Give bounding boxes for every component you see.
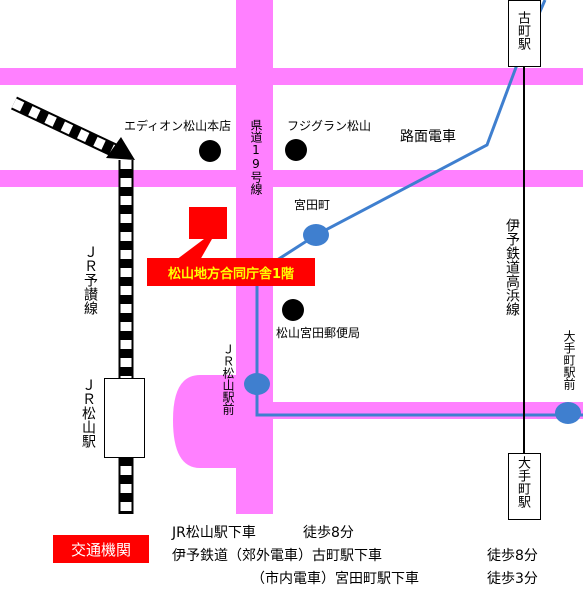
office-marker xyxy=(189,207,227,239)
jr-matsuyama-station-name: ＪＲ松山駅 xyxy=(80,378,96,448)
edion-label: エディオン松山本店 xyxy=(124,119,232,133)
miyatamachi-stop xyxy=(303,224,329,246)
miyatamachi-label: 宮田町 xyxy=(294,198,331,212)
komachi-station-name: 古町駅 xyxy=(515,11,530,50)
jr-diagonal-track xyxy=(11,96,121,159)
jr-yosan-label: ＪＲ予讃線 xyxy=(82,245,98,315)
jr-matsuyama-station-box xyxy=(104,378,145,458)
iyo-takahama-label: 伊予鉄道高浜線 xyxy=(504,218,520,316)
fujigrand-label: フジグラン松山 xyxy=(287,119,372,133)
office-pointer xyxy=(176,239,212,260)
transport-line1-time: 徒歩8分 xyxy=(303,525,354,541)
otemachi-station-name: 大手町駅 xyxy=(515,456,530,508)
jr-ekimae-label: ＪＲ松山駅前 xyxy=(221,343,235,415)
okaido-stop xyxy=(555,402,581,424)
station-rotary xyxy=(173,375,236,468)
transport-line2-time: 徒歩8分 xyxy=(487,548,538,564)
road-middle xyxy=(0,170,583,187)
otemachi-station-box: 大手町駅 xyxy=(508,453,541,520)
transport-line3-time: 徒歩3分 xyxy=(487,571,538,587)
transport-badge: 交通機関 xyxy=(53,535,149,563)
transport-line2-route: 伊予鉄道（郊外電車）古町駅下車 xyxy=(172,548,382,564)
fujigrand-dot xyxy=(285,139,307,161)
office-label: 松山地方合同庁舎1階 xyxy=(147,258,315,286)
road-route19 xyxy=(236,0,273,514)
komachi-station-box: 古町駅 xyxy=(508,0,541,67)
transport-line1-route: JR松山駅下車 xyxy=(172,525,256,541)
jr-arrowhead xyxy=(106,137,135,160)
post-office-label: 松山宮田郵便局 xyxy=(276,326,361,340)
road-north xyxy=(0,68,583,85)
transport-line3-route: （市内電車）宮田町駅下車 xyxy=(251,571,419,587)
okaido-label: 大手町駅前 xyxy=(562,330,576,390)
jr-ekimae-stop xyxy=(244,373,270,395)
post-office-dot xyxy=(282,299,304,321)
tram-label: 路面電車 xyxy=(400,129,456,145)
route19-label: 県道19号線 xyxy=(249,119,263,195)
edion-dot xyxy=(199,140,221,162)
